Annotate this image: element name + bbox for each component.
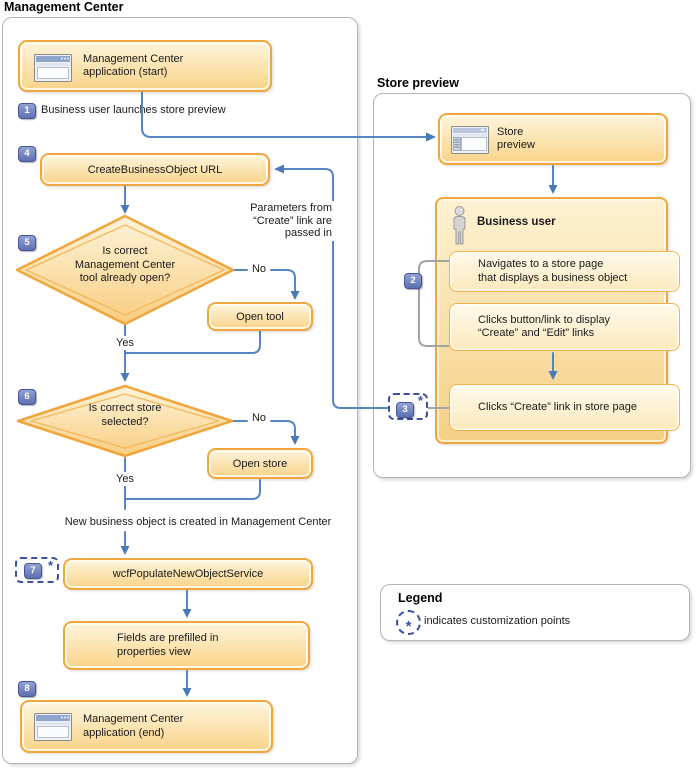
node-mc-end: Management Center application (end) [20, 700, 273, 753]
node-mc-start: Management Center application (start) [18, 40, 272, 92]
node-label: Management Center application (start) [83, 52, 184, 79]
arrowheads [120, 132, 558, 697]
params-note-label: Parameters from “Create” link are passed… [218, 201, 334, 241]
panel-title-management-center: Management Center [4, 0, 124, 14]
step-badge-6: 6 [18, 389, 36, 405]
step-badge-8: 8 [18, 681, 36, 697]
customization-point-icon: * [396, 610, 421, 635]
yes-tool-label: Yes [106, 336, 144, 350]
node-clicks-button: Clicks button/link to display “Create” a… [449, 303, 680, 351]
node-create-url: CreateBusinessObject URL [40, 153, 270, 186]
legend-panel: Legend * indicates customization points [380, 584, 690, 641]
decision-tool-diamond [15, 214, 235, 326]
gray-bracket-lines [418, 260, 449, 409]
node-fields-prefilled: Fields are prefilled in properties view [63, 621, 310, 670]
step-badge-1: 1 [18, 103, 36, 119]
app-window-icon [34, 54, 72, 82]
blue-flow-lines [124, 91, 554, 690]
node-clicks-create: Clicks “Create” link in store page [449, 384, 680, 431]
customization-asterisk: * [47, 558, 53, 573]
node-store-preview-window: Store preview [438, 113, 668, 165]
legend-title: Legend [398, 591, 443, 605]
customization-asterisk: * [417, 393, 423, 408]
created-note-label: New business object is created in Manage… [40, 515, 356, 529]
node-open-tool: Open tool [207, 302, 313, 331]
step-badge-3: 3 [396, 402, 414, 418]
step-badge-5: 5 [18, 235, 36, 251]
customization-badge-7: 7 * [15, 557, 59, 583]
node-label: Management Center application (end) [83, 713, 184, 739]
launch-note-label: Business user launches store preview [41, 104, 226, 116]
no-tool-label: No [251, 263, 267, 275]
node-label: Store preview [497, 125, 535, 152]
yes-store-label: Yes [106, 472, 144, 486]
node-wcf-service: wcfPopulateNewObjectService [63, 558, 313, 590]
decision-store-text: Is correct store selected? [88, 402, 162, 428]
node-label: Fields are prefilled in properties view [117, 632, 219, 658]
step-badge-7: 7 [24, 563, 42, 579]
decision-tool-text: Is correct Management Center tool alread… [74, 245, 176, 284]
customization-badge-3: 3 * [388, 393, 428, 420]
panel-title-store-preview: Store preview [377, 76, 459, 90]
step-badge-2: 2 [404, 273, 422, 289]
node-navigates: Navigates to a store page that displays … [449, 251, 680, 292]
app-window-icon [34, 713, 72, 741]
node-open-store: Open store [207, 448, 313, 479]
step-badge-4: 4 [18, 146, 36, 162]
no-store-label: No [251, 412, 267, 424]
person-icon [453, 206, 466, 245]
browser-window-icon [451, 126, 489, 154]
legend-text: indicates customization points [424, 615, 571, 627]
decision-store-diamond [16, 384, 234, 458]
business-user-title: Business user [477, 216, 556, 228]
